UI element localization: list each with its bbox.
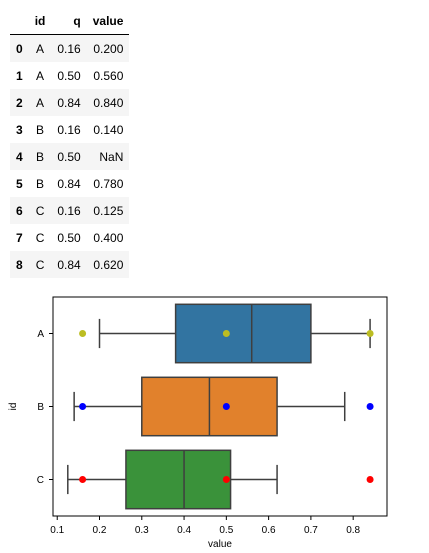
data-point-B bbox=[222, 403, 230, 410]
row-index: 6 bbox=[16, 203, 23, 218]
x-tick-label: 0.5 bbox=[219, 525, 233, 536]
cell-q: 0.84 bbox=[57, 257, 81, 272]
cell-value: NaN bbox=[99, 149, 124, 164]
x-tick-label: 0.3 bbox=[135, 525, 149, 536]
cell-value: 0.125 bbox=[93, 203, 124, 218]
row-index: 8 bbox=[16, 257, 23, 272]
data-point-C bbox=[222, 476, 230, 483]
data-point-B bbox=[366, 403, 374, 410]
cell-id: C bbox=[35, 230, 45, 245]
cell-q: 0.16 bbox=[57, 122, 81, 137]
cell-q: 0.50 bbox=[57, 68, 81, 83]
cell-id: A bbox=[36, 41, 45, 56]
box-A bbox=[174, 303, 312, 364]
cell-q: 0.16 bbox=[57, 41, 81, 56]
header-id: id bbox=[28, 8, 52, 35]
cell-value: 0.140 bbox=[93, 122, 124, 137]
header-index bbox=[10, 8, 29, 35]
cell-q: 0.84 bbox=[57, 95, 81, 110]
header-value: value bbox=[86, 8, 130, 35]
cell-q: 0.16 bbox=[57, 203, 81, 218]
cell-value: 0.780 bbox=[93, 176, 124, 191]
data-point-A bbox=[79, 330, 87, 337]
data-point-A bbox=[222, 330, 230, 337]
y-tick-label: B bbox=[37, 402, 44, 413]
y-axis-label: id bbox=[8, 403, 19, 411]
x-tick-label: 0.7 bbox=[304, 525, 318, 536]
cell-id: B bbox=[36, 149, 45, 164]
cell-q: 0.50 bbox=[57, 149, 81, 164]
cell-id: B bbox=[36, 176, 45, 191]
row-index: 2 bbox=[16, 95, 23, 110]
x-tick-label: 0.2 bbox=[93, 525, 107, 536]
data-point-C bbox=[79, 476, 87, 483]
data-point-B bbox=[79, 403, 87, 410]
row-index: 7 bbox=[16, 230, 23, 245]
cell-id: A bbox=[36, 95, 45, 110]
header-q: q bbox=[51, 8, 87, 35]
x-tick-label: 0.1 bbox=[50, 525, 64, 536]
x-tick-label: 0.6 bbox=[262, 525, 276, 536]
x-tick-label: 0.8 bbox=[346, 525, 360, 536]
data-point-C bbox=[366, 476, 374, 483]
cell-q: 0.84 bbox=[57, 176, 81, 191]
data-point-A bbox=[366, 330, 374, 337]
cell-value: 0.560 bbox=[93, 68, 124, 83]
row-index: 4 bbox=[16, 149, 23, 164]
row-index: 1 bbox=[16, 68, 23, 83]
cell-value: 0.400 bbox=[93, 230, 124, 245]
cell-value: 0.840 bbox=[93, 95, 124, 110]
x-axis-label: value bbox=[208, 539, 232, 550]
y-tick-label: C bbox=[37, 475, 44, 486]
row-index: 5 bbox=[16, 176, 23, 191]
row-index: 0 bbox=[16, 41, 23, 56]
box-C bbox=[125, 449, 232, 510]
cell-id: A bbox=[36, 68, 45, 83]
cell-id: B bbox=[36, 122, 45, 137]
cell-id: C bbox=[35, 203, 45, 218]
y-tick-label: A bbox=[37, 329, 44, 340]
row-index: 3 bbox=[16, 122, 23, 137]
cell-value: 0.620 bbox=[93, 257, 124, 272]
cell-value: 0.200 bbox=[93, 41, 124, 56]
x-tick-label: 0.4 bbox=[177, 525, 191, 536]
cell-id: C bbox=[35, 257, 45, 272]
cell-q: 0.50 bbox=[57, 230, 81, 245]
